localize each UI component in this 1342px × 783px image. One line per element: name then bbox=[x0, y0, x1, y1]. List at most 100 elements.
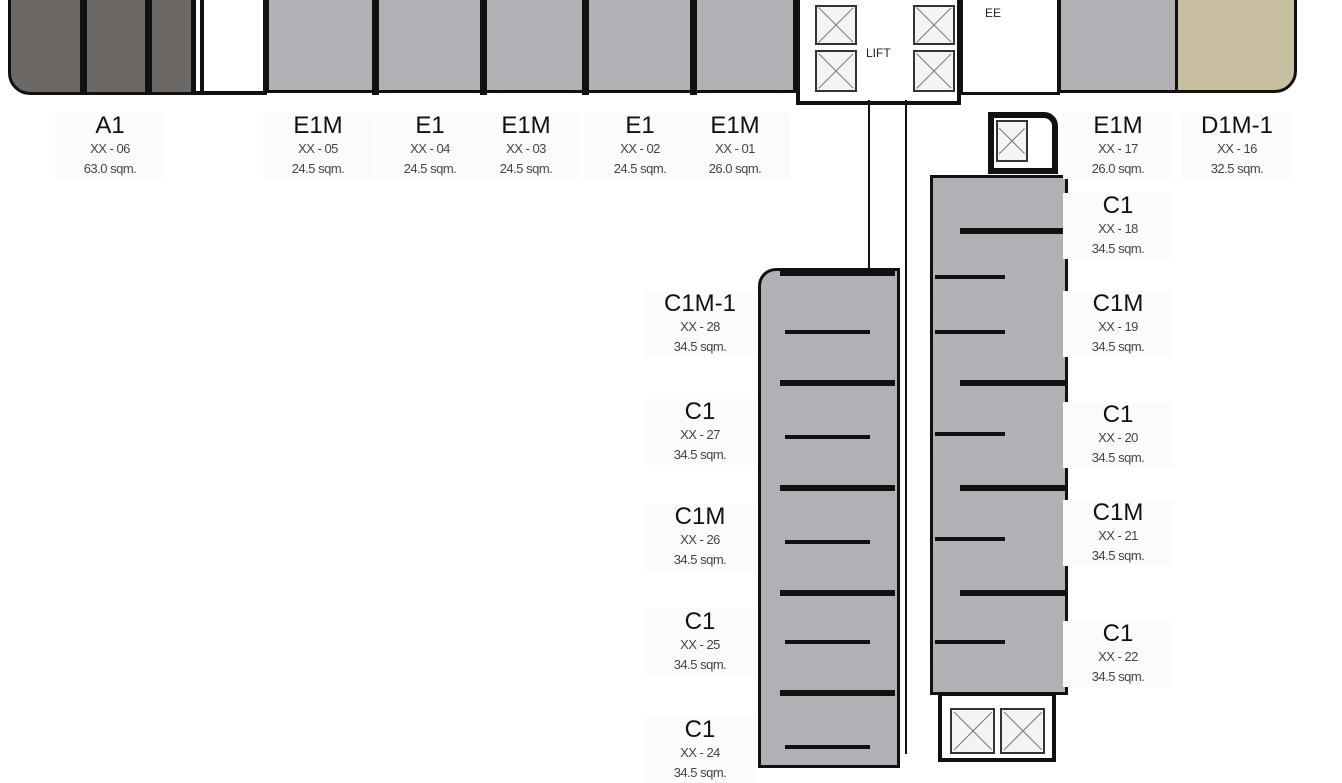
unit-label: C1 XX - 20 34.5 sqm. bbox=[1063, 402, 1173, 468]
demising-wall bbox=[935, 537, 1005, 541]
corridor-wall bbox=[905, 100, 907, 754]
unit-code: E1 bbox=[625, 112, 655, 139]
unit-number: XX - 18 bbox=[1098, 221, 1138, 236]
demising-wall bbox=[960, 228, 1065, 234]
unit-label: C1M XX - 26 34.5 sqm. bbox=[645, 504, 755, 570]
lift-car bbox=[1000, 708, 1045, 754]
unit-code: C1M-1 bbox=[663, 290, 736, 317]
demising-wall bbox=[960, 485, 1065, 491]
lift-car bbox=[815, 5, 857, 45]
unit-area: 63.0 sqm. bbox=[83, 161, 137, 176]
unit-label: D1M-1 XX - 16 32.5 sqm. bbox=[1182, 113, 1292, 179]
stair-core-right bbox=[960, 0, 1060, 95]
demising-wall bbox=[960, 590, 1065, 596]
unit-area: 34.5 sqm. bbox=[673, 339, 727, 354]
demising-wall bbox=[785, 330, 870, 334]
unit-label: E1M XX - 01 26.0 sqm. bbox=[680, 113, 790, 179]
unit-number: XX - 27 bbox=[680, 427, 720, 442]
unit-number: XX - 24 bbox=[680, 745, 720, 760]
unit-area: 34.5 sqm. bbox=[673, 552, 727, 567]
unit-label: E1 XX - 02 24.5 sqm. bbox=[585, 113, 695, 179]
unit-area: 34.5 sqm. bbox=[1091, 339, 1145, 354]
unit-label: C1 XX - 25 34.5 sqm. bbox=[645, 609, 755, 675]
unit-code: C1M bbox=[1092, 499, 1144, 526]
unit-a1-area bbox=[8, 0, 194, 95]
demising-wall bbox=[935, 432, 1005, 436]
unit-code: A1 bbox=[95, 112, 125, 139]
demising-wall bbox=[780, 590, 895, 596]
unit-area: 34.5 sqm. bbox=[1091, 548, 1145, 563]
unit-code: D1M-1 bbox=[1200, 112, 1273, 139]
unit-number: XX - 03 bbox=[506, 141, 546, 156]
demising-wall bbox=[780, 485, 895, 491]
demising-wall bbox=[480, 0, 487, 95]
unit-area: 34.5 sqm. bbox=[673, 657, 727, 672]
unit-label: C1M XX - 19 34.5 sqm. bbox=[1063, 291, 1173, 357]
unit-code: C1 bbox=[684, 608, 716, 635]
unit-number: XX - 22 bbox=[1098, 649, 1138, 664]
unit-code: C1 bbox=[1102, 620, 1134, 647]
unit-label: C1M XX - 21 34.5 sqm. bbox=[1063, 500, 1173, 566]
unit-number: XX - 16 bbox=[1217, 141, 1257, 156]
unit-label: C1M-1 XX - 28 34.5 sqm. bbox=[645, 291, 755, 357]
lift-car bbox=[996, 120, 1028, 162]
unit-code: E1M bbox=[1093, 112, 1143, 139]
unit-area: 26.0 sqm. bbox=[708, 161, 762, 176]
unit-number: XX - 01 bbox=[715, 141, 755, 156]
unit-code: C1 bbox=[1102, 401, 1134, 428]
lift-car bbox=[815, 50, 857, 92]
demising-wall bbox=[372, 0, 379, 95]
unit-code: C1M bbox=[1092, 290, 1144, 317]
unit-area: 34.5 sqm. bbox=[673, 765, 727, 780]
ee-room-label: EE bbox=[985, 6, 1002, 20]
unit-area: 34.5 sqm. bbox=[1091, 450, 1145, 465]
units-e-row bbox=[266, 0, 796, 93]
unit-number: XX - 20 bbox=[1098, 430, 1138, 445]
unit-code: E1 bbox=[415, 112, 445, 139]
unit-code: C1M bbox=[674, 503, 726, 530]
demising-wall bbox=[780, 270, 895, 276]
unit-area: 24.5 sqm. bbox=[613, 161, 667, 176]
unit-number: XX - 26 bbox=[680, 532, 720, 547]
unit-area: 34.5 sqm. bbox=[1091, 241, 1145, 256]
demising-wall bbox=[960, 380, 1065, 386]
unit-number: XX - 21 bbox=[1098, 528, 1138, 543]
unit-number: XX - 06 bbox=[90, 141, 130, 156]
unit-number: XX - 02 bbox=[620, 141, 660, 156]
unit-code: E1M bbox=[501, 112, 551, 139]
lift-car bbox=[913, 50, 955, 92]
unit-code: E1M bbox=[710, 112, 760, 139]
demising-wall bbox=[780, 690, 895, 696]
stair-area bbox=[192, 0, 267, 95]
unit-number: XX - 04 bbox=[410, 141, 450, 156]
demising-wall bbox=[200, 0, 204, 95]
demising-wall bbox=[785, 540, 870, 544]
demising-wall bbox=[935, 275, 1005, 279]
unit-number: XX - 19 bbox=[1098, 319, 1138, 334]
unit-e1m-right-area bbox=[1058, 0, 1178, 93]
demising-wall bbox=[80, 0, 87, 95]
left-wing-units bbox=[758, 268, 900, 768]
unit-area: 32.5 sqm. bbox=[1210, 161, 1264, 176]
demising-wall bbox=[780, 380, 895, 386]
demising-wall bbox=[785, 745, 870, 749]
unit-number: XX - 28 bbox=[680, 319, 720, 334]
demising-wall bbox=[935, 640, 1005, 644]
unit-number: XX - 25 bbox=[680, 637, 720, 652]
demising-wall bbox=[145, 0, 152, 95]
lift-car bbox=[913, 5, 955, 45]
demising-wall bbox=[935, 330, 1005, 334]
unit-number: XX - 05 bbox=[298, 141, 338, 156]
lift-label: LIFT bbox=[866, 46, 891, 60]
unit-d1m-area bbox=[1175, 0, 1297, 93]
unit-area: 24.5 sqm. bbox=[403, 161, 457, 176]
unit-area: 26.0 sqm. bbox=[1091, 161, 1145, 176]
unit-label: A1 XX - 06 63.0 sqm. bbox=[55, 113, 165, 179]
unit-label: E1 XX - 04 24.5 sqm. bbox=[375, 113, 485, 179]
